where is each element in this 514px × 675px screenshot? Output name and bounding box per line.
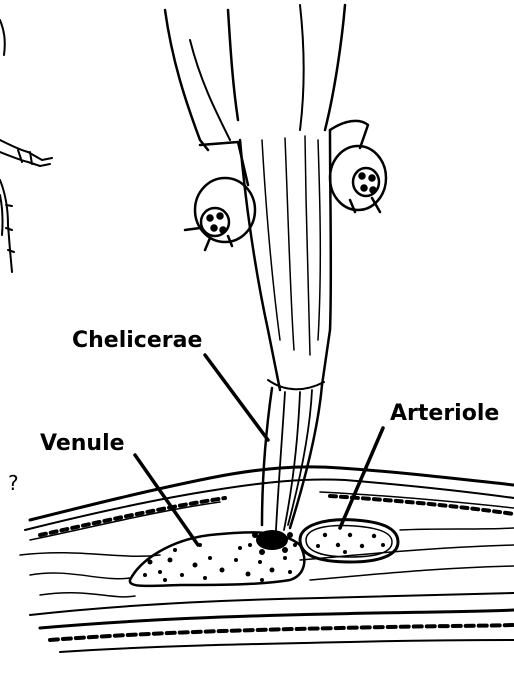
arteriole-pointer [340, 428, 383, 528]
arteriole-label: Arteriole [390, 401, 499, 426]
feeding-lesion [248, 530, 297, 555]
tick-mouthpart-shaft [165, 5, 345, 530]
question-mark: ? [8, 471, 19, 495]
skin-tissue [20, 467, 514, 652]
tick-leg-fragment [0, 20, 52, 272]
sensory-organ-right [330, 121, 386, 212]
chelicerae-pointer [205, 355, 268, 440]
venule-label: Venule [40, 431, 125, 456]
arteriole-blood-cells [316, 533, 385, 554]
label-pointers [135, 355, 383, 545]
venule-pointer [135, 455, 198, 545]
chelicerae-label: Chelicerae [72, 328, 202, 353]
